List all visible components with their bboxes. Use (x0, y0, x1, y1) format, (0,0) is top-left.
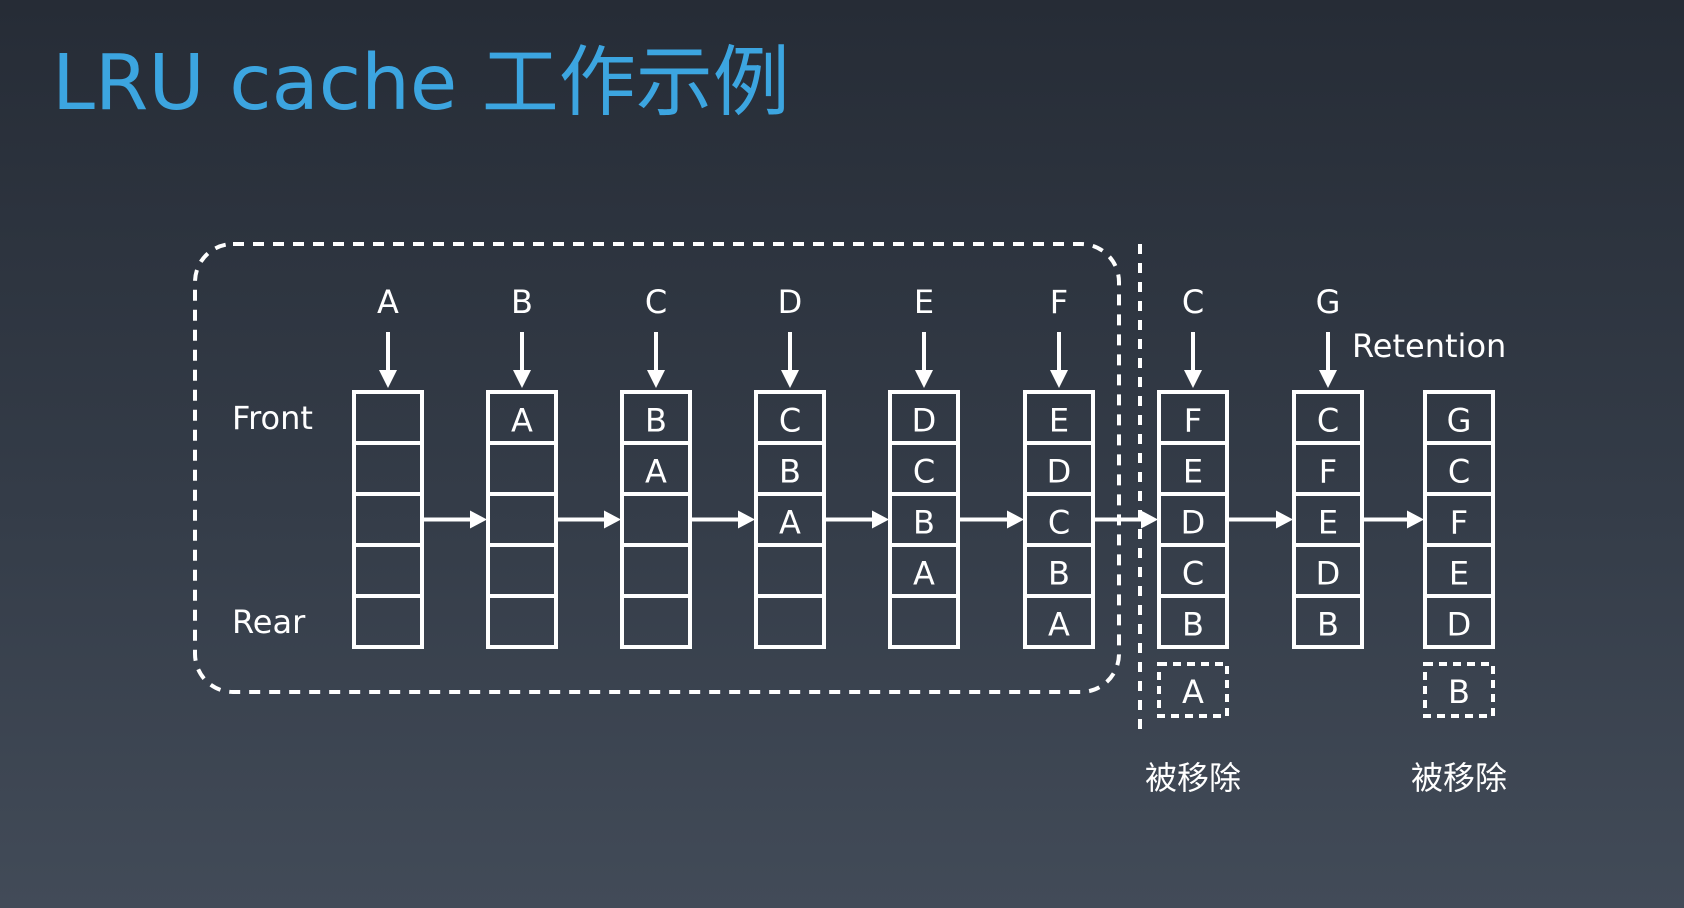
cache-cell-value: C (913, 453, 935, 491)
access-arrow-head (781, 370, 799, 388)
cache-stack (754, 390, 826, 649)
cache-cell-value: B (1182, 606, 1204, 644)
cache-cell-value: B (913, 504, 935, 542)
cache-cell-value: C (1317, 402, 1339, 440)
access-arrow-head (915, 370, 933, 388)
cache-cell-value: E (1183, 453, 1203, 491)
history-frame (193, 242, 1121, 694)
evicted-value: A (1182, 673, 1204, 711)
access-input-label: D (778, 283, 803, 321)
access-input-label: E (914, 283, 934, 321)
cache-cell-value: F (1319, 453, 1337, 491)
rear-label: Rear (232, 603, 306, 641)
evicted-value: B (1448, 673, 1470, 711)
transition-arrow-head (738, 510, 755, 529)
cache-cell-value: A (779, 504, 801, 542)
cache-cell-value: D (1047, 453, 1072, 491)
cache-cell-value: B (1048, 555, 1070, 593)
cache-stack (1023, 390, 1095, 649)
evicted-caption: 被移除 (1411, 759, 1507, 797)
cache-stack (1292, 390, 1364, 649)
access-arrow-head (1050, 370, 1068, 388)
cache-cell-value: A (645, 453, 667, 491)
access-arrow-head (647, 370, 665, 388)
slide-title: LRU cache 工作示例 (52, 39, 790, 128)
access-arrow-head (1319, 370, 1337, 388)
cache-stack (1423, 390, 1495, 649)
cache-cell-value: E (1318, 504, 1338, 542)
cache-cell-value: D (1181, 504, 1206, 542)
transition-arrow-head (872, 510, 889, 529)
access-arrow-head (379, 370, 397, 388)
cache-cell-value: E (1449, 555, 1469, 593)
cache-cell-value: F (1184, 402, 1202, 440)
access-input-label: C (645, 283, 667, 321)
access-input-label: G (1316, 283, 1341, 321)
front-label: Front (232, 399, 313, 437)
cache-stack (352, 390, 424, 649)
evicted-caption: 被移除 (1145, 759, 1241, 797)
retention-label: Retention (1352, 327, 1506, 365)
cache-cell-value: C (1448, 453, 1470, 491)
cache-cell-value: C (1182, 555, 1204, 593)
access-arrow-head (513, 370, 531, 388)
cache-cell-value: D (1316, 555, 1341, 593)
cache-cell-value: B (645, 402, 667, 440)
evicted-box (1157, 662, 1229, 718)
transition-arrow-head (1007, 510, 1024, 529)
transition-arrow-head (1407, 510, 1424, 529)
cache-stack (486, 390, 558, 649)
access-input-label: B (511, 283, 533, 321)
cache-cell-value: C (779, 402, 801, 440)
access-input-label: C (1182, 283, 1204, 321)
access-input-label: F (1050, 283, 1068, 321)
cache-cell-value: D (1447, 606, 1472, 644)
transition-arrow-head (470, 510, 487, 529)
cache-cell-value: F (1450, 504, 1468, 542)
cache-stack (620, 390, 692, 649)
access-input-label: A (377, 283, 399, 321)
cache-cell-value: E (1049, 402, 1069, 440)
cache-stack (1157, 390, 1229, 649)
cache-cell-value: B (1317, 606, 1339, 644)
transition-arrow-head (1276, 510, 1293, 529)
cache-cell-value: A (1048, 606, 1070, 644)
transition-arrow-head (604, 510, 621, 529)
cache-cell-value: G (1447, 402, 1472, 440)
cache-cell-value: A (913, 555, 935, 593)
cache-cell-value: A (511, 402, 533, 440)
cache-cell-value: C (1048, 504, 1070, 542)
cache-cell-value: D (912, 402, 937, 440)
cache-cell-value: B (779, 453, 801, 491)
evicted-box (1423, 662, 1495, 718)
transition-arrow-head (1141, 510, 1158, 529)
cache-stack (888, 390, 960, 649)
access-arrow-head (1184, 370, 1202, 388)
